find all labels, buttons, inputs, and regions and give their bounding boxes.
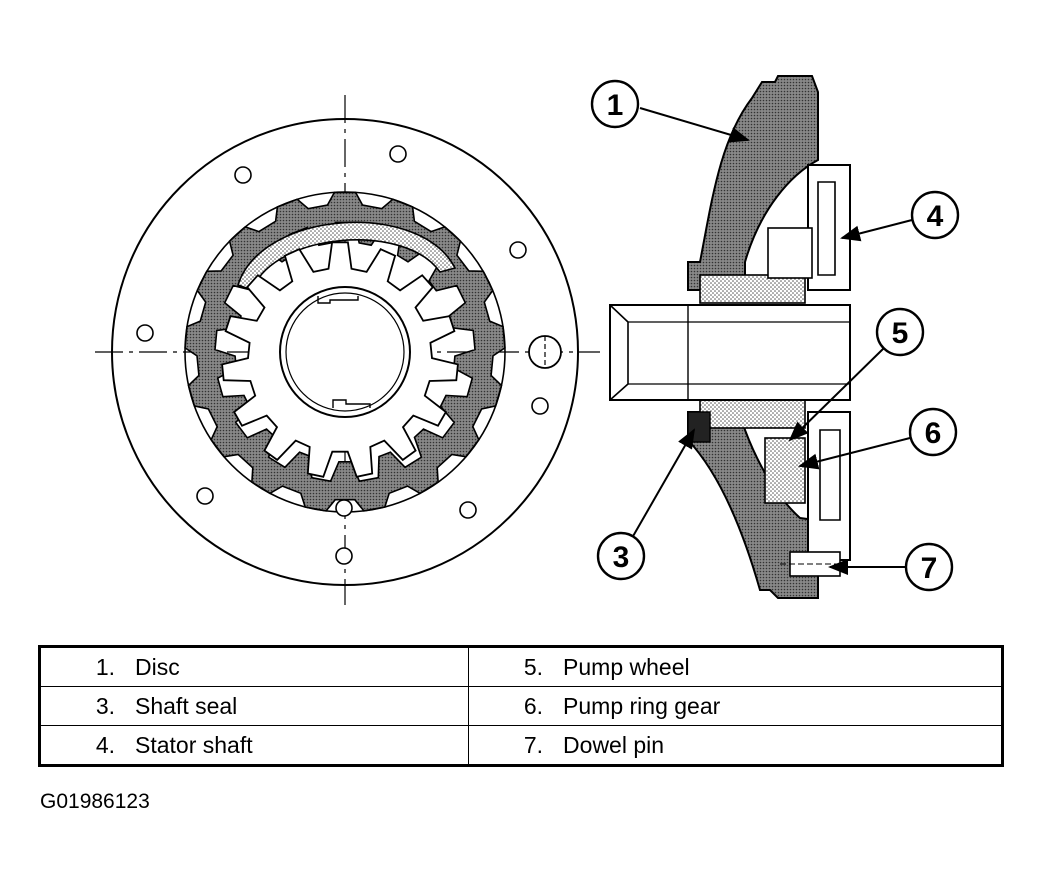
bolt-hole [389,145,407,163]
legend-number: 7. [523,731,544,758]
callout-1-leader [639,107,750,143]
callout-5-leader [788,347,885,442]
legend-row: 3. Shaft seal 6. Pump ring gear [39,686,1003,726]
callout-4-leader [840,219,913,242]
callout-4-label: 4 [927,200,944,233]
shaft-bore [279,286,411,418]
bolt-hole [196,487,214,505]
bolt-hole [335,547,353,565]
bolt-hole [234,166,252,184]
legend-text: Pump ring gear [547,686,1003,726]
section-view [609,75,851,599]
callout-3-leader [631,428,695,539]
ring-gear-section [764,437,806,504]
legend-row: 1. Disc 5. Pump wheel [39,646,1003,687]
keyway-top [317,296,359,304]
callout-5-circle [875,307,925,357]
legend-number: 5. [468,646,548,687]
callout-7-circle [904,542,954,592]
callout-6-label: 6 [925,417,942,450]
legend-number: 3. [39,686,119,726]
callout-7-label: 7 [921,552,938,585]
keyway-bottom [332,399,371,408]
flange-lower-slot [819,429,841,521]
bolt-hole [335,499,353,517]
legend-text: Dowel pin [563,731,665,758]
bolt-hole [459,501,477,519]
bolt-hole [531,397,549,415]
legend-number: 1. [39,646,119,687]
callout-1-circle [590,79,640,129]
figure-code: G01986123 [40,790,150,813]
bolt-holes [136,145,549,565]
stator-flange-slot [817,181,836,276]
legend-text: Pump wheel [547,646,1003,687]
bolt-hole [136,324,154,342]
front-view [95,95,600,605]
legend-text: Stator shaft [119,725,470,766]
callouts: 1 4 5 6 3 7 [590,79,960,592]
legend-text: Shaft seal [119,686,470,726]
legend-table: 1. Disc 5. Pump wheel 3. Shaft seal 6. P… [38,645,1004,767]
legend-number: 6. [468,686,548,726]
legend-number: 4. [95,731,115,758]
dowel-pin [789,551,841,577]
shaft-bore-inner [285,292,405,412]
legend-row: 4. Stator shaft 7. Dowel pin [40,725,1003,766]
stator-shaft [609,304,851,401]
bolt-hole [509,241,527,259]
wheel-section-top [767,227,813,279]
legend-text: Disc [119,646,470,687]
pump-gear-section-top [699,274,806,304]
callout-1-label: 1 [607,89,624,122]
shaft-seal [687,411,711,443]
stator-shaft-shoulder [609,304,629,401]
pump-gear-section-bottom [699,399,806,429]
callout-5-label: 5 [892,317,909,350]
pump-diagram: 1 4 5 6 3 7 [95,75,960,605]
outer-disc [111,118,579,586]
callout-4-circle [910,190,960,240]
callout-3-label: 3 [613,541,630,574]
callout-6-circle [908,407,958,457]
callout-3-circle [596,531,646,581]
callout-6-leader [798,437,911,470]
